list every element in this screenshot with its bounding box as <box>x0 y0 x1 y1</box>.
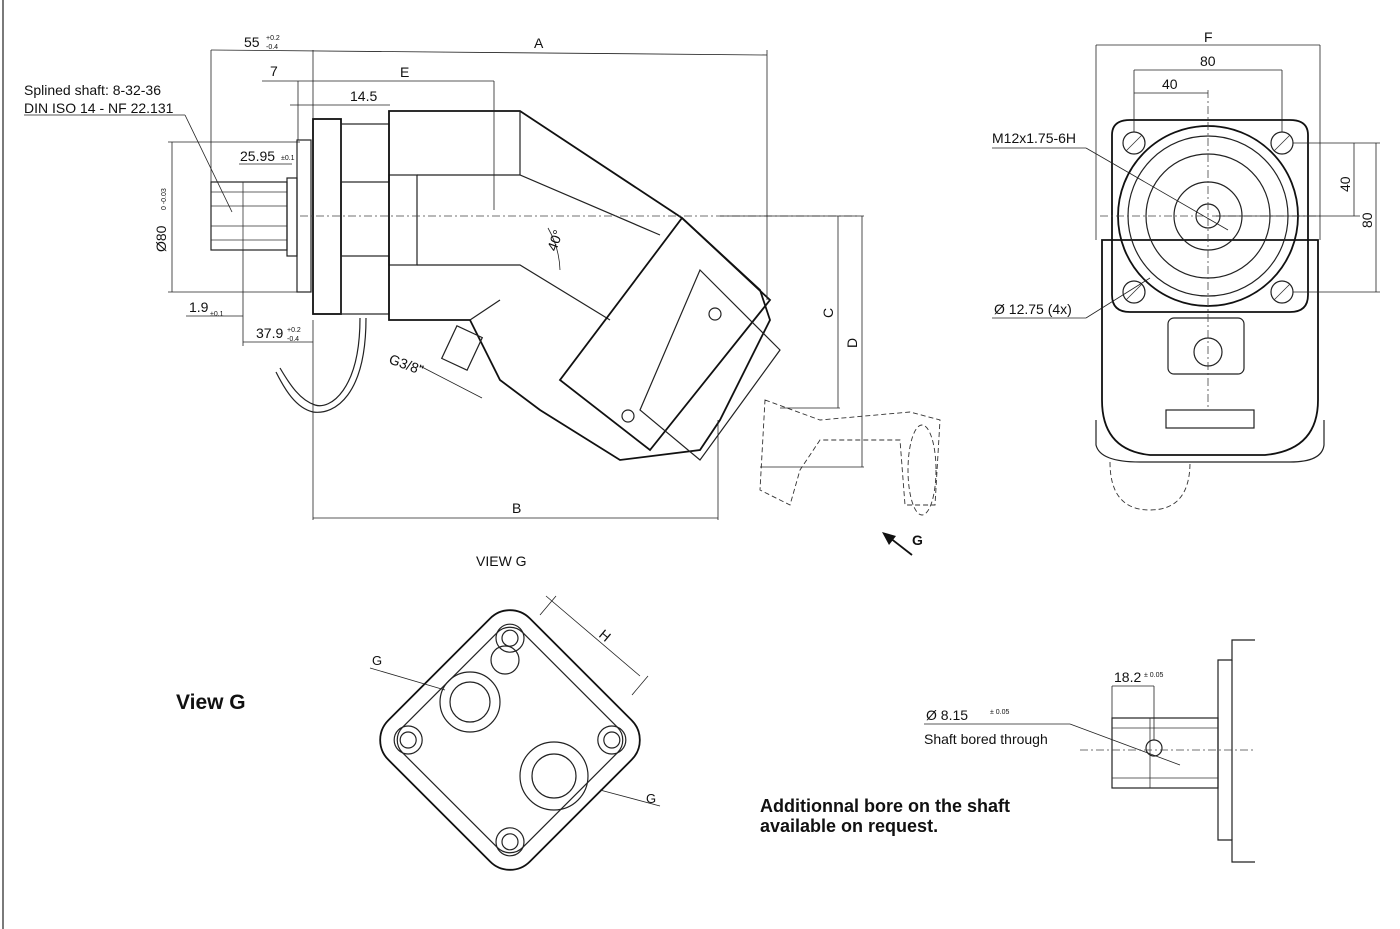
dim-18-2-tol: ± 0.05 <box>1144 672 1164 679</box>
pump-housing <box>388 110 771 461</box>
rear-cover <box>379 609 641 871</box>
housing-outline <box>1101 239 1319 456</box>
bore-dia-label: Ø 8.15 <box>926 707 968 723</box>
outlet-fitting-ghost <box>759 399 941 506</box>
bore-text-label: Shaft bored through <box>924 731 1048 747</box>
dim-e: E <box>400 64 409 80</box>
dim-phi80: Ø80 <box>153 225 169 252</box>
dim-40-side: 40 <box>1337 176 1353 192</box>
dim-55-tol-up: +0.2 <box>266 35 280 42</box>
note-line-1: Additionnal bore on the shaft <box>760 796 1010 816</box>
dim-80-side: 80 <box>1359 212 1375 228</box>
dim-37-9-tol-dn: -0.4 <box>287 336 299 343</box>
dim-h: H <box>596 626 614 645</box>
dim-25-95: 25.95 <box>240 148 275 164</box>
dim-40-top: 40 <box>1162 76 1178 92</box>
mounting-flange <box>312 118 342 315</box>
dim-55: 55 <box>244 34 260 50</box>
side-view-labels: Splined shaft: 8-32-36 DIN ISO 14 - NF 2… <box>24 34 923 548</box>
dim-d: D <box>844 338 860 348</box>
dim-f: F <box>1204 29 1213 45</box>
front-view <box>1095 90 1325 511</box>
dim-37-9: 37.9 <box>256 325 283 341</box>
shaft-detail-body <box>1111 717 1219 789</box>
note-line-2: available on request. <box>760 816 939 836</box>
bore-tol-label: ± 0.05 <box>990 709 1010 716</box>
port-g-1-label: G <box>372 653 382 668</box>
port-b <box>519 741 589 811</box>
dim-1-9: 1.9 <box>189 299 209 315</box>
port-a <box>439 671 501 733</box>
thread-m12-label: M12x1.75-6H <box>992 130 1076 146</box>
view-g: VIEW G H G G <box>369 553 661 871</box>
spline-label-2: DIN ISO 14 - NF 22.131 <box>24 100 174 116</box>
nameplate <box>1165 409 1255 429</box>
port-thread-label: G3/8" <box>387 351 426 378</box>
dim-b: B <box>512 500 521 516</box>
dim-18-2: 18.2 <box>1114 669 1141 685</box>
dim-25-95-tol: ±0.1 <box>281 155 295 162</box>
dim-55-tol-dn: -0.4 <box>266 44 278 51</box>
dim-80-top: 80 <box>1200 53 1216 69</box>
dim-7: 7 <box>270 63 278 79</box>
view-g-heading: View G <box>176 691 246 714</box>
hole-dia-label: Ø 12.75 (4x) <box>994 301 1072 317</box>
port-g-2-label: G <box>646 791 656 806</box>
dim-c: C <box>820 308 836 318</box>
angle-40-label: 40° <box>544 228 566 253</box>
front-view-labels: F 80 40 M12x1.75-6H 40 80 Ø 12.75 (4x) <box>992 29 1375 317</box>
side-view-dimensions <box>168 49 913 556</box>
dim-a: A <box>534 35 544 51</box>
view-g-title: VIEW G <box>476 553 527 569</box>
dim-1-9-tol: ±0.1 <box>210 311 224 318</box>
dim-37-9-tol-up: +0.2 <box>287 327 301 334</box>
shaft-detail: 18.2 ± 0.05 Ø 8.15 ± 0.05 Shaft bored th… <box>924 639 1255 863</box>
bolt-hole-bl <box>1122 280 1146 304</box>
additional-bore-note: Additionnal bore on the shaft available … <box>760 796 1090 836</box>
drain-hose <box>279 317 361 407</box>
square-flange <box>1111 119 1309 313</box>
view-g-arrow-label: G <box>912 532 923 548</box>
dim-phi80-tol: 0 -0.03 <box>161 188 168 210</box>
spline-label-1: Splined shaft: 8-32-36 <box>24 82 161 98</box>
dim-14-5: 14.5 <box>350 88 377 104</box>
front-view-dimensions <box>992 44 1380 319</box>
